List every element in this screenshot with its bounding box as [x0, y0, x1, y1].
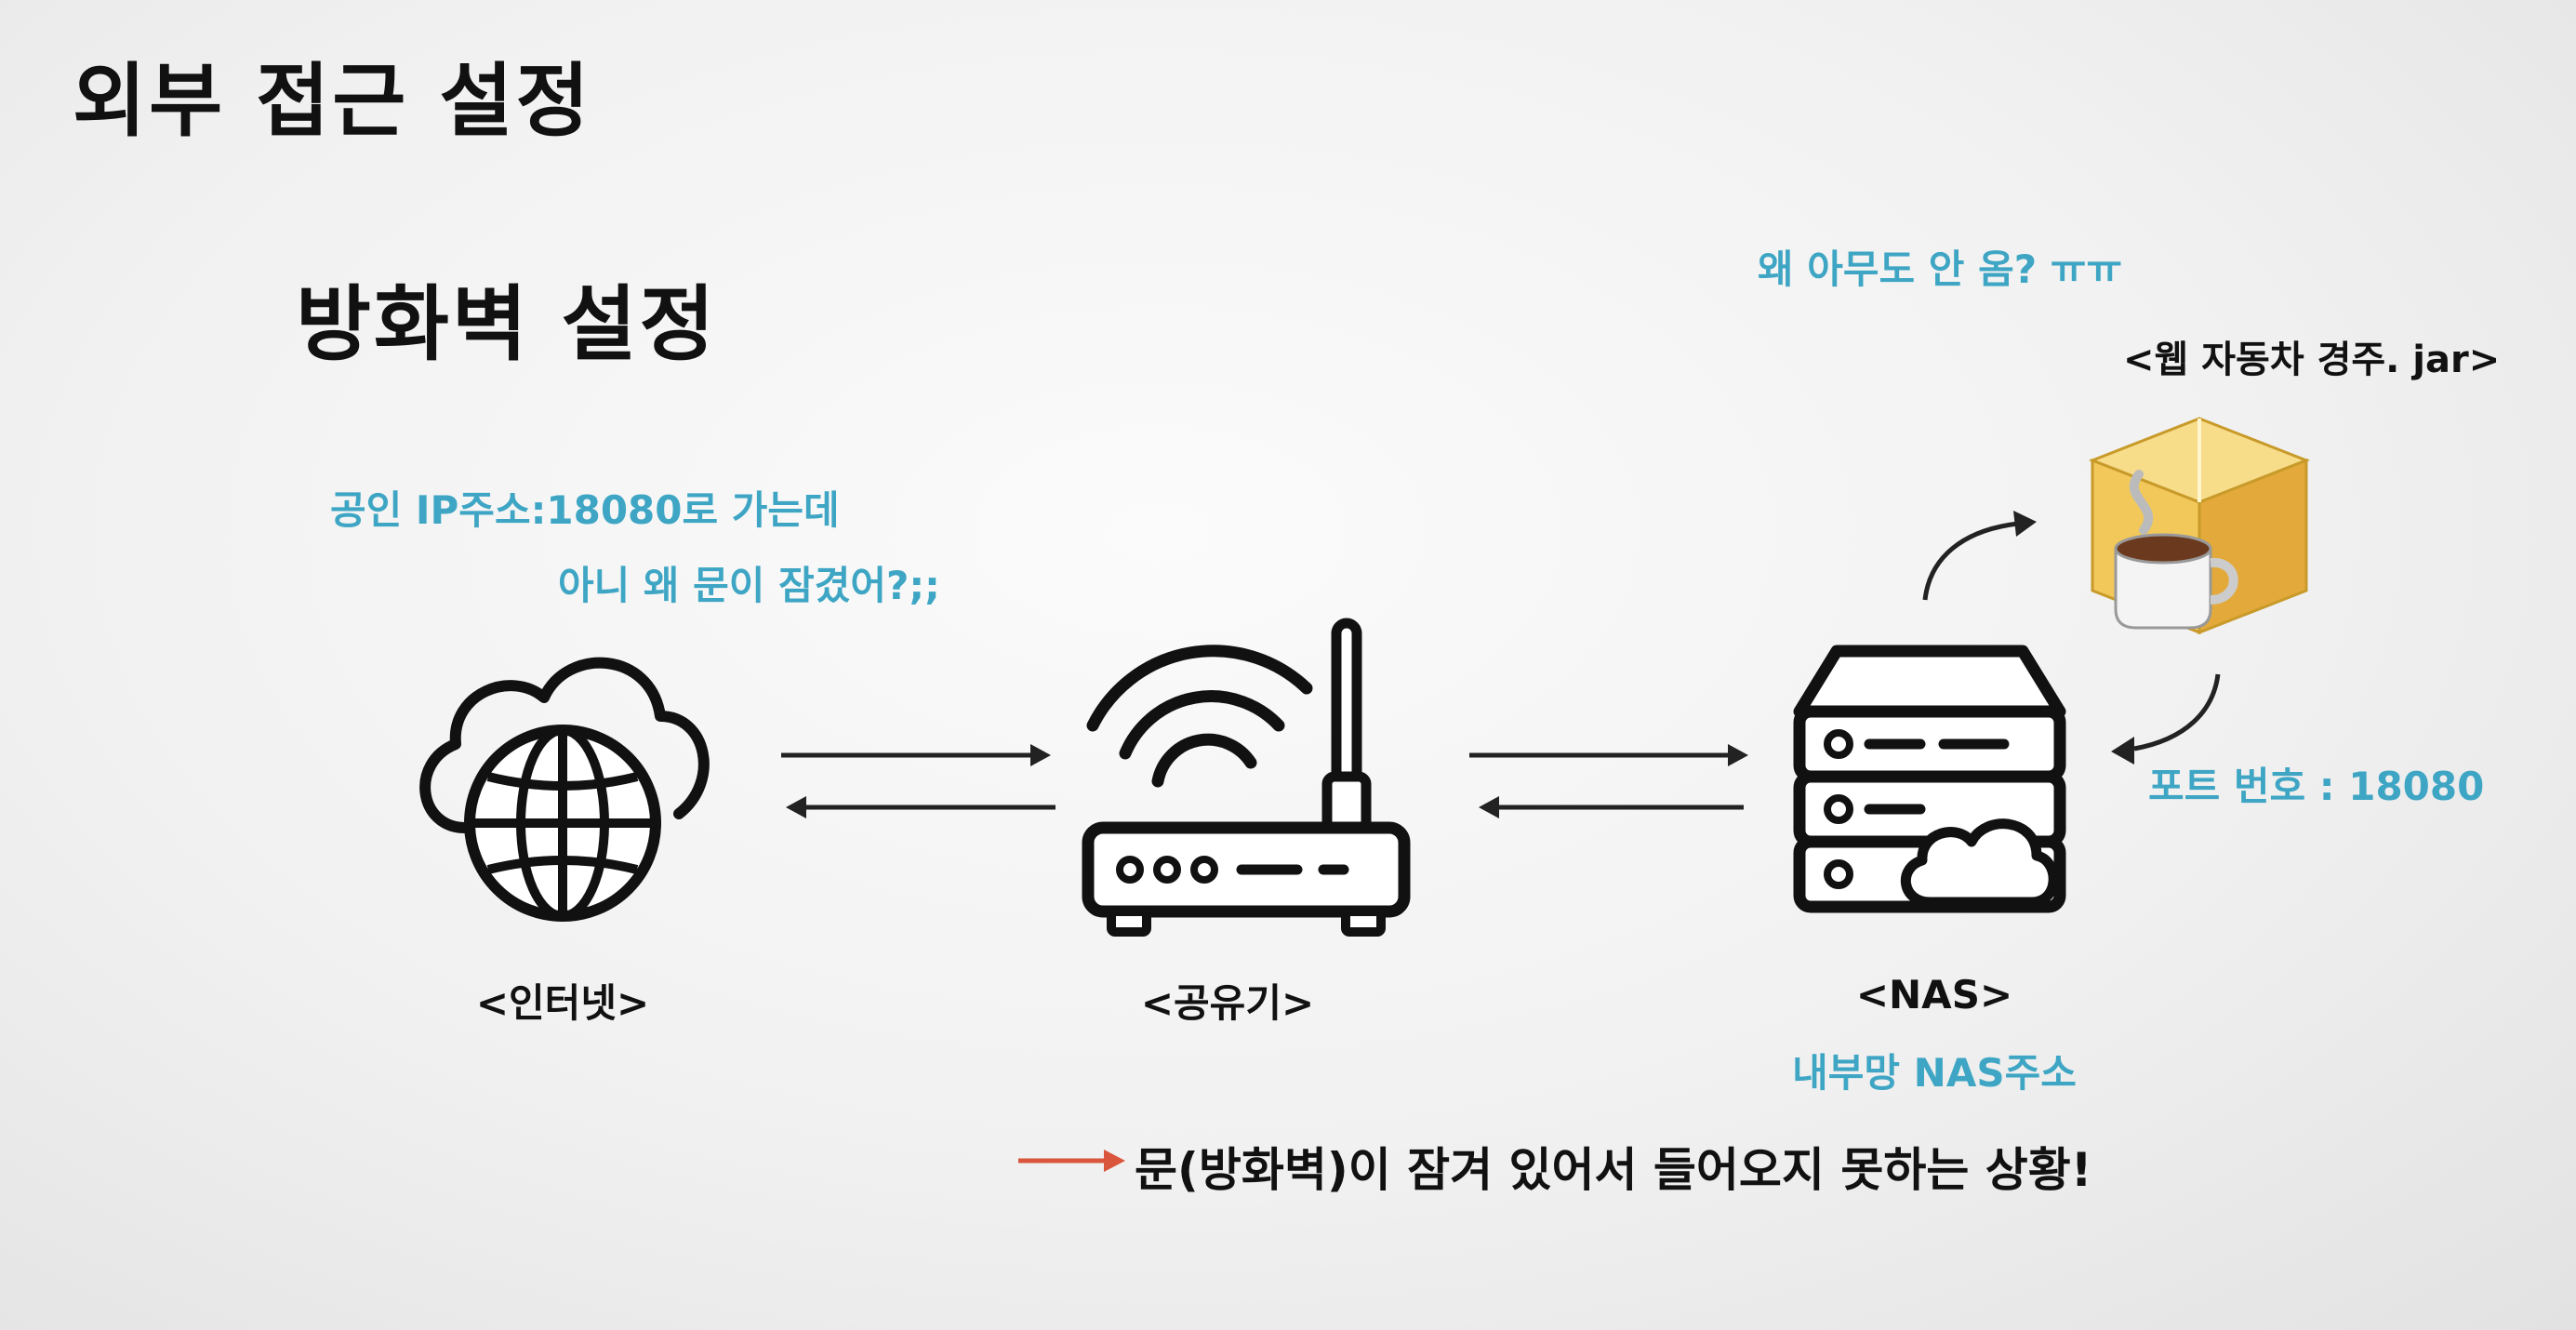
router-icon: [1082, 618, 1411, 937]
internet-router-arrows: [781, 744, 1056, 818]
jar-to-nas-arrow: [2111, 673, 2221, 765]
internet-label: <인터넷>: [475, 980, 650, 1026]
page-title: 외부 접근 설정: [73, 55, 592, 148]
conclusion-text: 문(방화벽)이 잠겨 있어서 들어오지 못하는 상황!: [1135, 1143, 2092, 1197]
jar-label: <웹 자동차 경주. jar>: [2123, 339, 2501, 381]
router-label: <공유기>: [1140, 980, 1315, 1026]
nobody-comes-annotation: 왜 아무도 안 옴? ㅠㅠ: [1758, 246, 2122, 292]
cloud-globe-icon: [419, 657, 710, 922]
nas-to-jar-arrow: [1922, 511, 2037, 601]
nas-server-icon: [1793, 645, 2066, 913]
nas-label: <NAS>: [1855, 972, 2013, 1017]
nas-internal-address-label: 내부망 NAS주소: [1792, 1050, 2077, 1096]
section-title: 방화벽 설정: [296, 276, 718, 372]
public-ip-annotation: 공인 IP주소:18080로 가는데: [330, 487, 840, 533]
conclusion-arrow-icon: [1018, 1150, 1125, 1172]
java-jar-icon: [2088, 417, 2311, 635]
door-locked-annotation: 아니 왜 문이 잠겼어?;;: [558, 563, 940, 608]
router-nas-arrows: [1469, 744, 1748, 818]
port-annotation: 포트 번호 : 18080: [2148, 764, 2485, 809]
